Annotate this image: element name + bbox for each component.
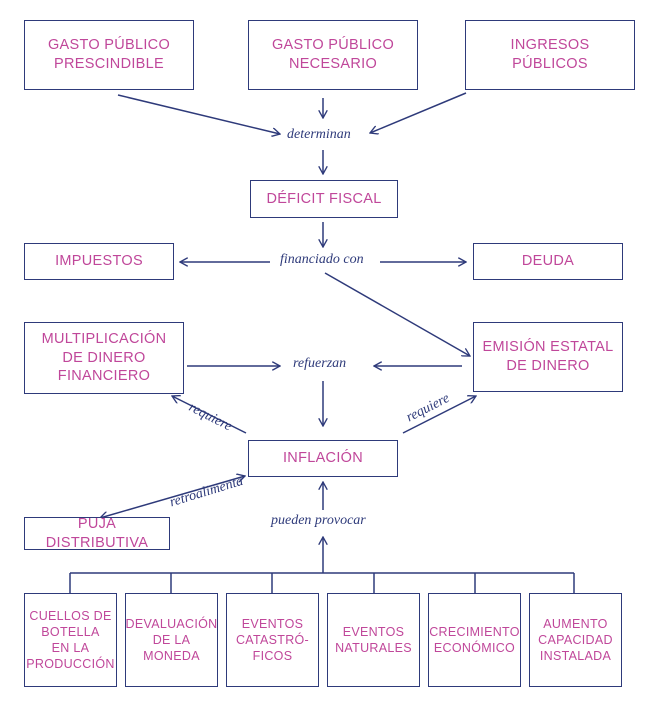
cause-label: EVENTOS NATURALES xyxy=(335,624,412,655)
arrow-inflacion-to-emision xyxy=(402,396,476,434)
connector-pueden-provocar: pueden provocar xyxy=(271,513,366,528)
box-inflacion-label: INFLACIÓN xyxy=(282,450,364,467)
box-deficit-fiscal-label: DÉFICIT FISCAL xyxy=(266,190,382,207)
box-impuestos-label: IMPUESTOS xyxy=(55,253,143,270)
arrow-ingresos-to-determinan xyxy=(370,92,467,133)
cause-label: CRECIMIENTO ECONÓMICO xyxy=(429,624,520,655)
box-ingresos-publicos-label: INGRESOS PÚBLICOS xyxy=(510,37,590,72)
box-puja-distributiva: PUJA DISTRIBUTIVA xyxy=(24,515,170,551)
box-multiplicacion-label: MULTIPLICACIÓN DE DINERO FINANCIERO xyxy=(41,331,167,385)
box-gasto-publico-prescindible: GASTO PÚBLICO PRESCINDIBLE xyxy=(24,20,194,90)
box-ingresos-publicos: INGRESOS PÚBLICOS xyxy=(465,20,635,90)
box-cause-crecimiento-economico: CRECIMIENTO ECONÓMICO xyxy=(428,593,521,687)
box-puja-label: PUJA DISTRIBUTIVA xyxy=(45,515,149,551)
cause-label: DEVALUACIÓN DE LA MONEDA xyxy=(125,616,218,664)
connector-refuerzan: refuerzan xyxy=(293,356,347,371)
connector-financiado-con: financiado con xyxy=(280,252,364,267)
box-emision-estatal-dinero: EMISIÓN ESTATAL DE DINERO xyxy=(473,322,623,392)
box-gasto-publico-necesario: GASTO PÚBLICO NECESARIO xyxy=(248,20,418,90)
cause-label: EVENTOS CATASTRÓ- FICOS xyxy=(235,616,310,664)
box-cause-aumento-capacidad: AUMENTO CAPACIDAD INSTALADA xyxy=(529,593,622,687)
box-deuda-label: DEUDA xyxy=(521,253,575,270)
box-inflacion: INFLACIÓN xyxy=(248,440,398,477)
cause-label: CUELLOS DE BOTELLA EN LA PRODUCCIÓN xyxy=(26,608,115,672)
box-multiplicacion-dinero-financiero: MULTIPLICACIÓN DE DINERO FINANCIERO xyxy=(24,322,184,394)
connector-determinan: determinan xyxy=(287,127,351,142)
arrow-inflacion-to-multiplicacion xyxy=(172,396,247,434)
box-cause-devaluacion: DEVALUACIÓN DE LA MONEDA xyxy=(125,593,218,687)
box-gasto-publico-prescindible-label: GASTO PÚBLICO PRESCINDIBLE xyxy=(47,37,171,72)
arrow-puja-inflacion-bidirectional xyxy=(100,476,245,518)
box-cause-cuellos-botella: CUELLOS DE BOTELLA EN LA PRODUCCIÓN xyxy=(24,593,117,687)
box-cause-eventos-naturales: EVENTOS NATURALES xyxy=(327,593,420,687)
box-deuda: DEUDA xyxy=(473,243,623,280)
arrow-gasto-prescindible-to-determinan xyxy=(117,94,280,134)
box-emision-label: EMISIÓN ESTATAL DE DINERO xyxy=(482,339,614,374)
box-gasto-publico-necesario-label: GASTO PÚBLICO NECESARIO xyxy=(271,37,395,72)
box-cause-eventos-catastroficos: EVENTOS CATASTRÓ- FICOS xyxy=(226,593,319,687)
cause-label: AUMENTO CAPACIDAD INSTALADA xyxy=(538,616,613,664)
arrow-financiado-to-emision xyxy=(324,272,470,356)
box-deficit-fiscal: DÉFICIT FISCAL xyxy=(250,180,398,218)
box-impuestos: IMPUESTOS xyxy=(24,243,174,280)
